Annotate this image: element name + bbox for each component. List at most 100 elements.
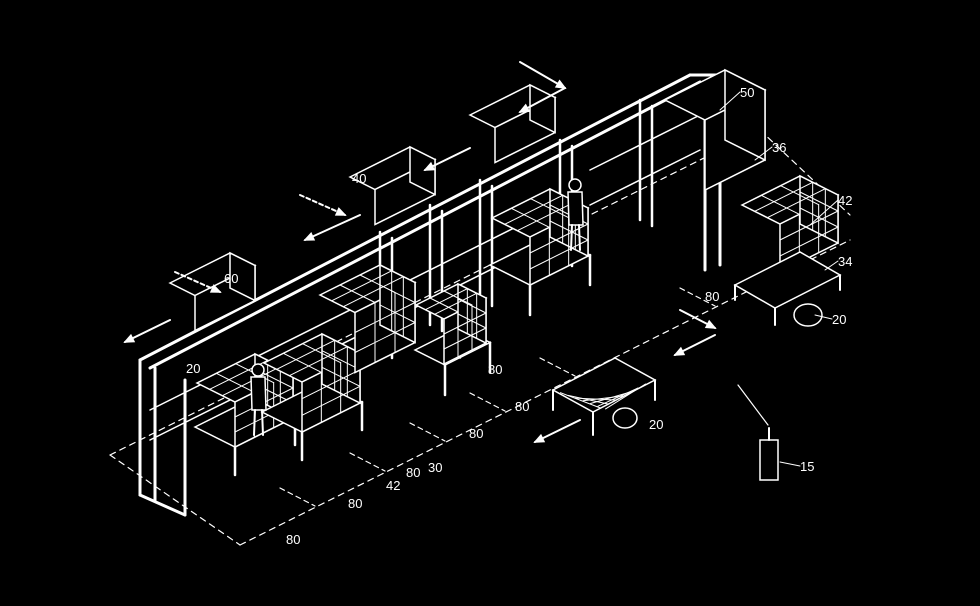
pick-bin-60 [229, 251, 256, 302]
pallet-load [457, 298, 487, 314]
worker-figure [570, 224, 573, 251]
pallet-load [282, 352, 322, 373]
robot-deck-slat [582, 395, 624, 402]
lane-divider [409, 422, 446, 442]
flow-arrow [423, 161, 436, 171]
leader-line [824, 260, 839, 271]
worker-figure [567, 191, 584, 226]
pallet-load-30 [379, 284, 416, 303]
rack-shelf [149, 244, 541, 441]
robot-deck-slat [597, 387, 639, 407]
ref-label-80: 80 [348, 496, 363, 511]
robot-deck-slat [605, 383, 646, 410]
pallet-load [424, 288, 468, 311]
ref-label-36: 36 [772, 140, 787, 155]
signal-line [737, 384, 769, 426]
robot-deck-slat [560, 392, 601, 409]
pallet-load-30 [354, 322, 416, 353]
pallet-load-42 [754, 181, 814, 212]
pallet-load-42 [760, 194, 800, 215]
lane-divider [349, 452, 386, 472]
pallet-load [443, 327, 487, 350]
pallet-load-30 [331, 270, 393, 302]
floor-boundary [239, 239, 851, 546]
floor-boundary [109, 454, 241, 546]
lane-divider [679, 287, 716, 307]
pallet-load [288, 346, 348, 377]
leader-line [814, 314, 833, 320]
ref-label-42: 42 [838, 193, 853, 208]
ref-label-40: 40 [352, 171, 367, 186]
robot-wheel [793, 303, 823, 327]
lane-divider [469, 392, 506, 412]
ref-label-80: 80 [705, 289, 720, 304]
ref-label-60: 60 [224, 271, 239, 286]
rack-frame [148, 80, 702, 370]
pallet-load [530, 198, 570, 219]
lane-divider [539, 357, 576, 377]
leader-line [779, 461, 801, 467]
robot-wheel [612, 407, 638, 429]
pallet-load [276, 339, 336, 370]
pallet-load-30 [342, 276, 404, 308]
pallet-load [301, 369, 361, 400]
flow-arrow [209, 284, 222, 293]
pallet-load [302, 343, 342, 364]
flow-arrow [673, 346, 686, 356]
flow-arrow [123, 333, 136, 343]
pallet-load [443, 312, 487, 335]
leader-line [719, 91, 741, 111]
pallet-load [504, 194, 564, 225]
lane-divider [279, 487, 316, 507]
ref-label-80: 80 [515, 399, 530, 414]
flow-arrow [304, 214, 361, 241]
rack-shelf [589, 114, 701, 171]
ref-label-34: 34 [838, 254, 853, 269]
pallet-load [429, 297, 459, 313]
pick-bin-40 [409, 145, 436, 196]
robot-20 [733, 251, 842, 309]
worker-figure [568, 178, 582, 192]
ref-label-80: 80 [469, 426, 484, 441]
flow-arrow [334, 207, 347, 216]
ref-label-30: 30 [428, 460, 443, 475]
leader-line [809, 199, 839, 226]
pallet-load-30 [379, 304, 416, 323]
worker-figure [578, 224, 581, 251]
ref-label-80: 80 [406, 465, 421, 480]
flow-arrow [533, 433, 546, 443]
pallet-load-30 [339, 284, 376, 303]
ref-label-50: 50 [740, 85, 755, 100]
ref-label-20: 20 [649, 417, 664, 432]
pallet-load [510, 207, 550, 228]
pallet-load [434, 292, 478, 315]
pallet-load-42 [799, 191, 839, 212]
ref-label-15: 15 [800, 459, 815, 474]
flow-arrow [303, 232, 316, 241]
pallet-load-42 [780, 185, 820, 206]
ref-label-20: 20 [832, 312, 847, 327]
pallet-load [215, 372, 255, 393]
ref-label-42: 42 [386, 478, 401, 493]
pallet-load-42 [766, 188, 826, 219]
worker-figure [253, 409, 256, 436]
ref-label-80: 80 [286, 532, 301, 547]
handheld-device-15 [759, 439, 779, 481]
ref-label-80: 80 [488, 362, 503, 377]
rack-shelf [589, 149, 701, 206]
pallet-load [516, 201, 576, 232]
station-36 [724, 68, 766, 162]
flow-arrow [518, 103, 531, 113]
pallet-load-42 [779, 226, 839, 257]
rack-frame [138, 493, 187, 517]
pallet-load-42 [779, 210, 839, 241]
worker-figure [251, 363, 265, 377]
ref-label-20: 20 [186, 361, 201, 376]
pallet-load [301, 385, 361, 416]
pallet-load [529, 239, 589, 270]
pallet-load [443, 290, 473, 306]
worker-figure [261, 409, 264, 436]
pallet-load [321, 350, 361, 371]
